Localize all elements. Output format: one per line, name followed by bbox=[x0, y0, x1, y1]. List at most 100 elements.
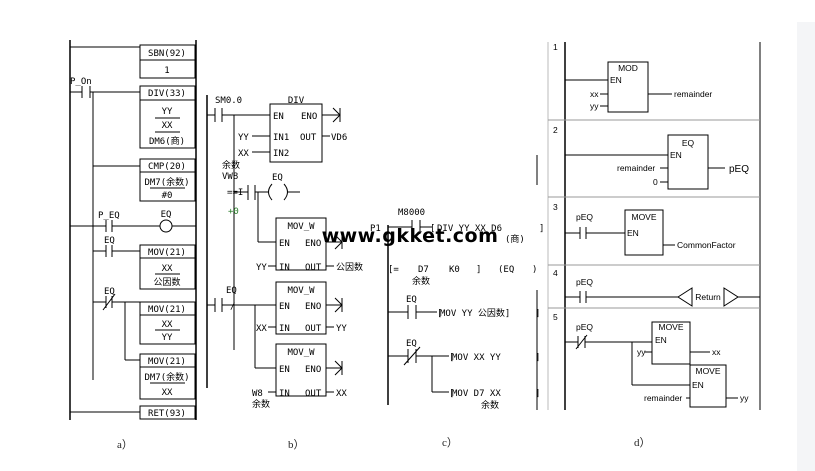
d-move3-yy: yy bbox=[740, 393, 749, 403]
b-div-out: OUT bbox=[300, 133, 317, 143]
a-sbn-value: 1 bbox=[164, 66, 169, 76]
d-eq-peq-out: pEQ bbox=[729, 164, 749, 175]
d-mod-en: EN bbox=[610, 75, 622, 85]
a-div-xx: XX bbox=[162, 121, 173, 131]
a-sbn-label: SBN(92) bbox=[148, 49, 186, 59]
b-mov1-eno: ENO bbox=[305, 239, 321, 249]
d-eq-zero: 0 bbox=[653, 177, 658, 187]
a-div-dm6: DM6(商) bbox=[149, 135, 185, 147]
panel-label-c: c） bbox=[442, 437, 458, 449]
b-mov3-yushu: 余数 bbox=[252, 398, 270, 410]
svg-text:[: [ bbox=[437, 309, 442, 319]
a-mov2-xx: XX bbox=[162, 320, 173, 330]
c-m8000: M8000 bbox=[398, 208, 425, 218]
b-div-title: DIV bbox=[288, 96, 305, 106]
svg-text:]: ] bbox=[535, 309, 540, 319]
svg-text:[: [ bbox=[449, 353, 454, 363]
a-mov3-dm7: DM7(余数) bbox=[144, 371, 189, 383]
a-mov3-label: MOV(21) bbox=[148, 357, 186, 367]
d-move3-title: MOVE bbox=[695, 366, 720, 376]
b-div-yy: YY bbox=[238, 133, 249, 143]
b-div-in1: IN1 bbox=[273, 133, 289, 143]
a-mov2-label: MOV(21) bbox=[148, 305, 186, 315]
c-cmp-yushu: 余数 bbox=[412, 275, 430, 287]
c-contact-eq2: EQ bbox=[406, 339, 417, 349]
d-rung-5: 5 bbox=[553, 312, 558, 322]
a-ret-label: RET(93) bbox=[148, 409, 186, 419]
a-p-on-label: P_On bbox=[70, 77, 92, 87]
a-cmp-dm7: DM7(余数) bbox=[144, 176, 189, 188]
b-mov1-gys: 公因数 bbox=[336, 261, 363, 273]
b-coil-eq: EQ bbox=[272, 173, 283, 183]
c-cmp-open: [= bbox=[388, 265, 399, 275]
b-mov1-in: IN bbox=[279, 263, 290, 273]
b-mov2-out: OUT bbox=[305, 324, 322, 334]
panel-a bbox=[69, 40, 197, 420]
a-mov3-xx: XX bbox=[162, 388, 173, 398]
d-move3-remainder: remainder bbox=[644, 393, 682, 403]
svg-text:[: [ bbox=[430, 224, 435, 234]
b-mov3-title: MOV_W bbox=[287, 348, 315, 358]
panel-d bbox=[547, 42, 761, 410]
d-move2-yy: yy bbox=[637, 347, 646, 357]
a-mov1-label: MOV(21) bbox=[148, 248, 186, 258]
b-div-eno: ENO bbox=[301, 112, 317, 122]
svg-text:): ) bbox=[532, 265, 537, 275]
svg-text:]: ] bbox=[476, 265, 481, 275]
d-move2-en: EN bbox=[655, 335, 667, 345]
c-contact-eq1: EQ bbox=[406, 295, 417, 305]
svg-text:[: [ bbox=[449, 389, 454, 399]
b-contact-not: / bbox=[230, 302, 235, 312]
watermark-text: www.gkket.com bbox=[321, 225, 499, 247]
c-cmp-eq: (EQ bbox=[498, 265, 514, 275]
c-mov3: MOV D7 XX bbox=[452, 389, 501, 399]
b-mov3-eno: ENO bbox=[305, 365, 321, 375]
d-move1-en: EN bbox=[627, 228, 639, 238]
d-r4-peq: pEQ bbox=[576, 277, 593, 287]
b-cmp-zero: +0 bbox=[228, 207, 239, 217]
b-div-in2: IN2 bbox=[273, 149, 289, 159]
a-div-label: DIV(33) bbox=[148, 89, 186, 99]
d-move2-xx: xx bbox=[712, 347, 721, 357]
d-move1-common: CommonFactor bbox=[677, 240, 736, 250]
d-eq-remainder: remainder bbox=[617, 163, 655, 173]
d-eq-en: EN bbox=[670, 150, 682, 160]
c-mov2: MOV XX YY bbox=[452, 353, 501, 363]
b-mov3-in: IN bbox=[279, 389, 290, 399]
b-mov3-xx: XX bbox=[336, 389, 347, 399]
d-rung-4: 4 bbox=[553, 268, 558, 278]
d-mod-remainder: remainder bbox=[674, 89, 712, 99]
b-mov2-xx: XX bbox=[256, 324, 267, 334]
b-div-vd6: VD6 bbox=[331, 133, 347, 143]
d-rung-2: 2 bbox=[553, 125, 558, 135]
b-contact-eq: EQ bbox=[226, 286, 237, 296]
b-mov2-en: EN bbox=[279, 302, 290, 312]
a-cmp-zero: #0 bbox=[162, 191, 173, 201]
c-cmp-d7: D7 bbox=[418, 265, 429, 275]
c-mov1: MOV YY 公因数] bbox=[440, 307, 510, 319]
panel-b bbox=[206, 95, 343, 397]
b-mov2-title: MOV_W bbox=[287, 286, 315, 296]
d-mod-title: MOD bbox=[618, 63, 638, 73]
c-p1: P1 bbox=[370, 224, 381, 234]
svg-text:]: ] bbox=[539, 224, 544, 234]
c-div-instr: DIV YY XX D6 bbox=[437, 224, 502, 234]
b-mov2-eno: ENO bbox=[305, 302, 321, 312]
d-rung-1: 1 bbox=[553, 42, 558, 52]
b-mov1-out: OUT bbox=[305, 263, 322, 273]
c-div-shang: (商) bbox=[505, 233, 525, 245]
b-cmp-op: ==I bbox=[227, 188, 243, 198]
panel-label-d: d） bbox=[634, 437, 651, 449]
d-eq-title: EQ bbox=[682, 138, 695, 148]
b-mov1-title: MOV_W bbox=[287, 222, 315, 232]
a-contact-eq1-label: EQ bbox=[104, 236, 115, 246]
svg-text:]: ] bbox=[535, 353, 540, 363]
b-mov3-w8: W8 bbox=[252, 389, 263, 399]
b-div-en: EN bbox=[273, 112, 284, 122]
a-coil-eq-label: EQ bbox=[161, 210, 172, 220]
b-mov1-yy: YY bbox=[256, 263, 267, 273]
a-cmp-label: CMP(20) bbox=[148, 162, 186, 172]
d-rung-3: 3 bbox=[553, 202, 558, 212]
a-mov2-yy: YY bbox=[162, 333, 173, 343]
